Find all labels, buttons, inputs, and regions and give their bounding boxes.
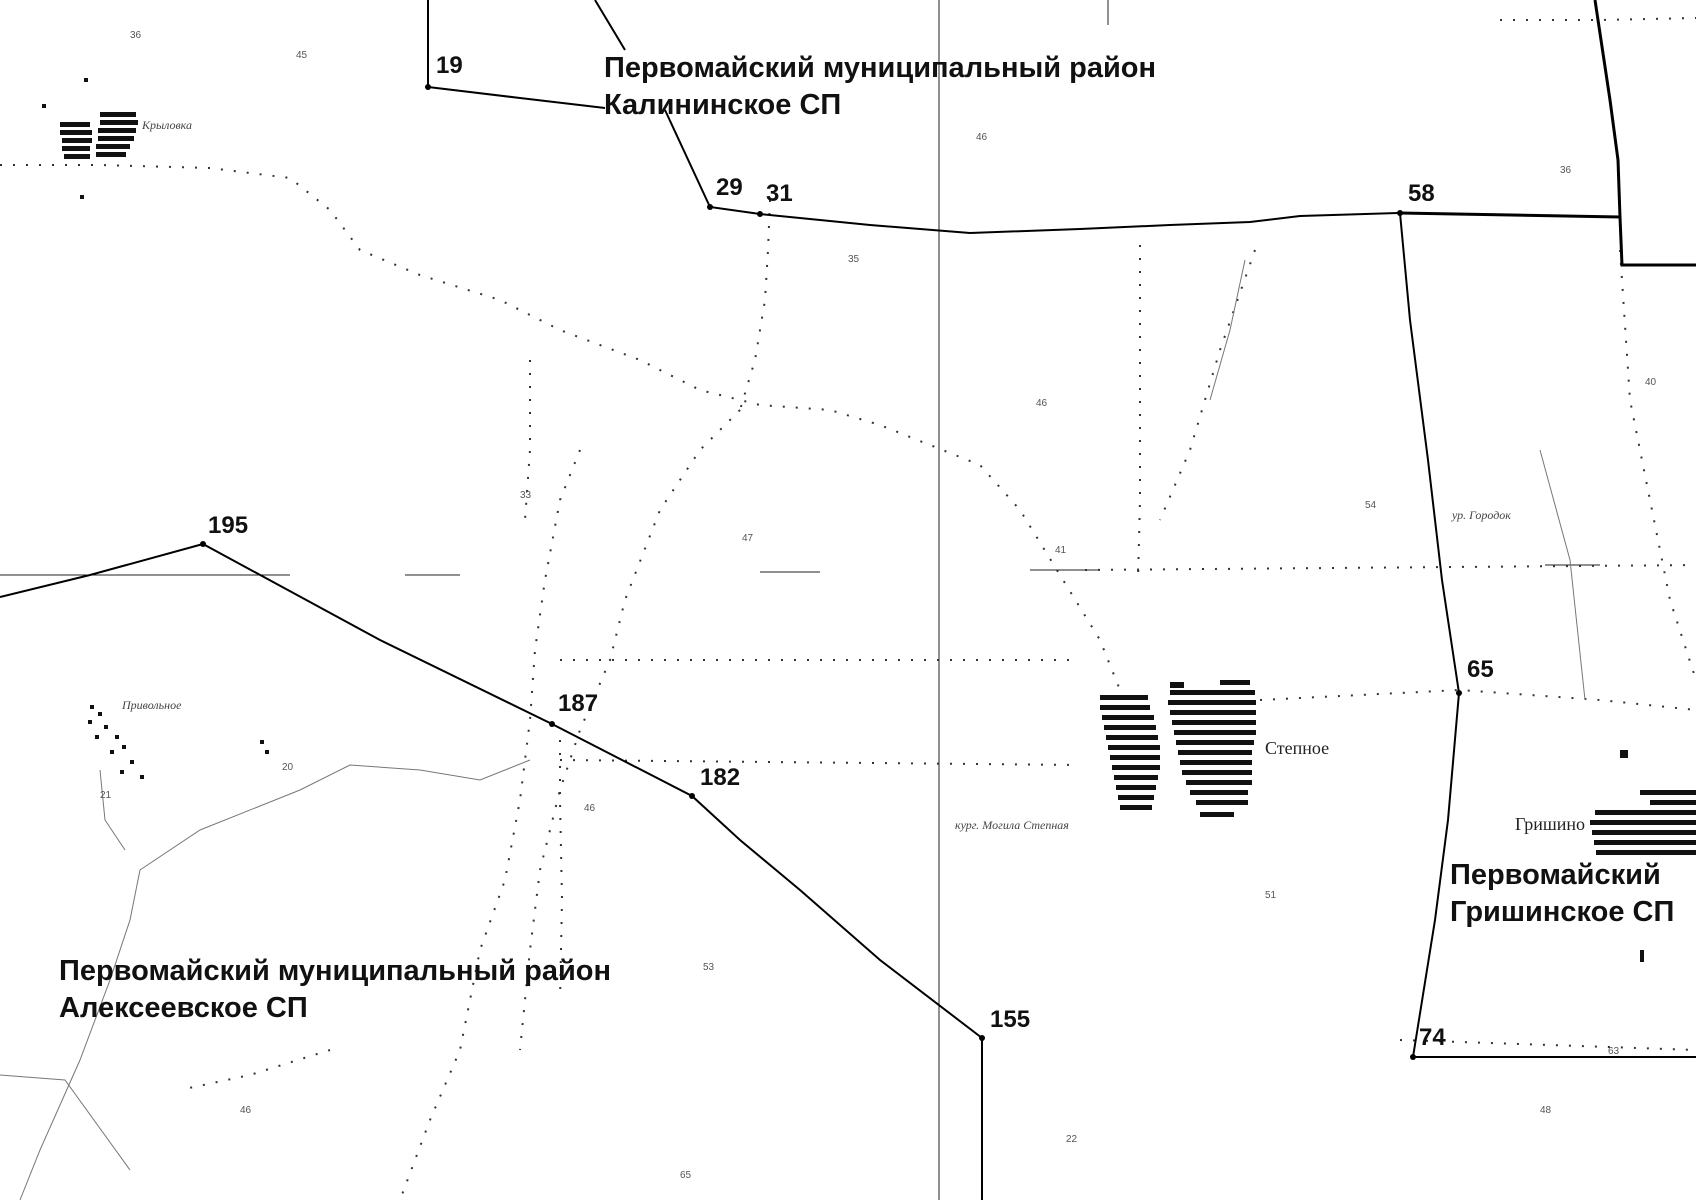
boundary-point-markers [200,84,1462,1060]
point-label-29: 29 [716,174,743,201]
tracks [0,259,1586,1200]
area-label-kalininskoe: Первомайский муниципальный район Калинин… [604,50,1156,124]
point-label-65: 65 [1467,656,1494,683]
area-label-alekseevskoe-line1: Первомайский муниципальный район [59,955,612,987]
place-label-krylovka: Крыловка [142,118,192,132]
place-label-kurgan: кург. Могила Степная [955,818,1069,832]
elevation-mark: 47 [742,533,754,544]
elevation-mark: 36 [130,30,142,41]
settlement-krylovka [42,78,138,199]
area-label-grishinskoe: Первомайский Гришинское СП [1450,857,1674,931]
area-label-alekseevskoe: Первомайский муниципальный район Алексее… [59,953,611,1027]
elevation-mark: 22 [1066,1134,1078,1145]
elevation-mark: 48 [1540,1105,1552,1116]
point-label-31: 31 [766,180,793,207]
elevation-mark: 53 [703,962,715,973]
elevation-mark: 21 [100,790,112,801]
elevation-mark: 46 [240,1105,252,1116]
elevation-mark: 40 [1645,377,1657,388]
place-label-privolnoe: Привольное [122,698,182,712]
point-label-58: 58 [1408,180,1435,207]
point-label-195: 195 [208,512,249,539]
elevation-mark: 20 [282,762,294,773]
elevation-mark: 63 [1608,1046,1620,1057]
elevation-mark: 45 [296,50,308,61]
point-label-19: 19 [436,52,463,79]
elevation-mark: 36 [1560,165,1572,176]
area-label-grishinskoe-line1: Первомайский [1450,859,1661,891]
point-label-74: 74 [1419,1024,1446,1051]
point-label-187: 187 [558,690,599,717]
settlement-privolnoe [88,705,269,779]
elevation-mark: 46 [584,803,596,814]
point-label-155: 155 [990,1006,1031,1033]
area-label-alekseevskoe-line2: Алексеевское СП [59,992,308,1024]
elevation-mark: 46 [1036,398,1048,409]
elevation-mark: 46 [976,132,988,143]
elevation-mark: 33 [520,490,532,501]
roads [0,17,1696,1200]
point-label-182: 182 [700,764,741,791]
elevation-mark: 54 [1365,500,1377,511]
elevation-mark: 41 [1055,545,1067,556]
area-label-kalininskoe-line2: Калининское СП [604,89,842,121]
settlement-stepnoe [1100,680,1256,817]
grid-lines [0,0,1600,1200]
elevation-mark: 51 [1265,890,1277,901]
place-label-stepnoe: Степное [1265,738,1330,758]
area-label-kalininskoe-line1: Первомайский муниципальный район [604,52,1157,84]
elevation-mark: 35 [848,254,860,265]
area-label-grishinskoe-line2: Гришинское СП [1450,896,1675,928]
place-label-ur-gorodok: ур. Городок [1452,508,1511,522]
place-label-grishino: Гришино [1515,814,1586,834]
elevation-mark: 65 [680,1170,692,1181]
settlement-grishino [1590,750,1696,962]
